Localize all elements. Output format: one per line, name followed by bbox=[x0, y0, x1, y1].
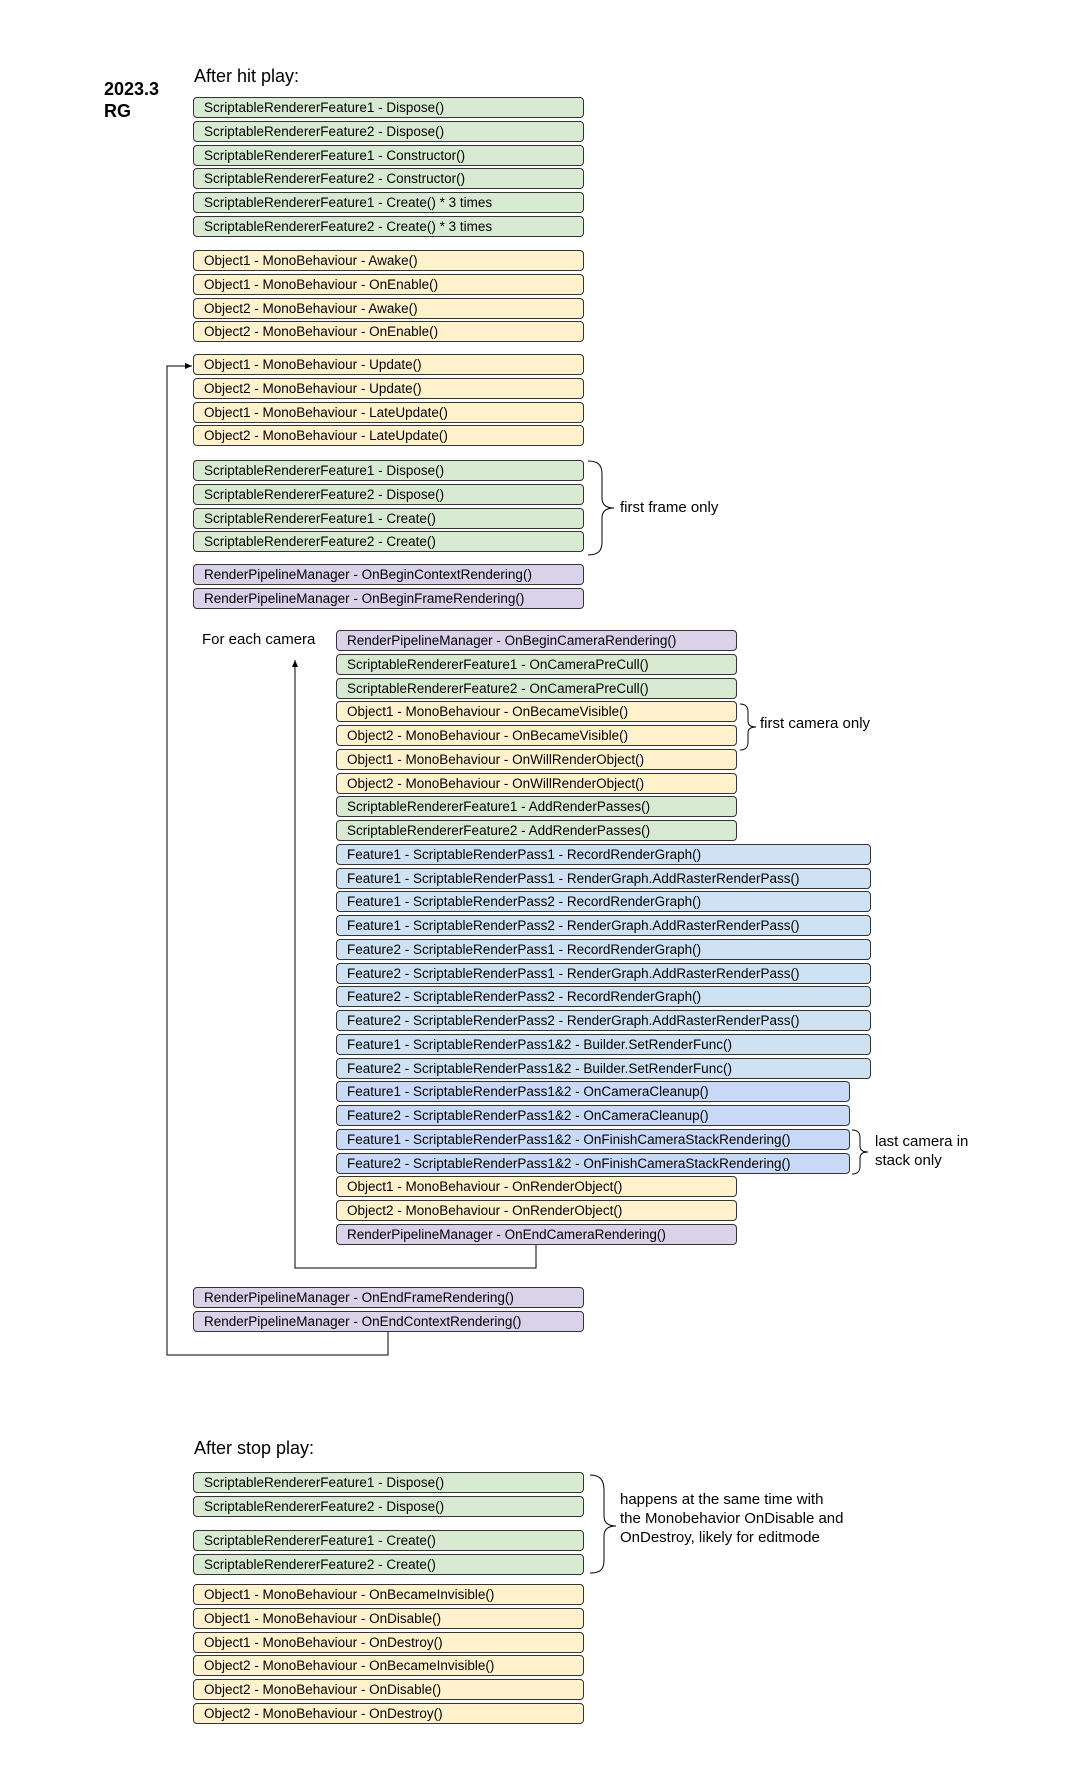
brace-first-frame bbox=[587, 460, 615, 556]
note-last-camera: last camera in stack only bbox=[875, 1132, 968, 1170]
step-box-feature1-scriptablerenderpass1-recordrendergraph: Feature1 - ScriptableRenderPass1 - Recor… bbox=[336, 843, 871, 865]
step-box-scriptablerendererfeature1-oncameraprecull: ScriptableRendererFeature1 - OnCameraPre… bbox=[336, 653, 737, 675]
step-box-feature2-scriptablerenderpass1-2-onfinishcamerastackrendering: Feature2 - ScriptableRenderPass1&2 - OnF… bbox=[336, 1152, 850, 1174]
step-box-scriptablerendererfeature2-dispose: ScriptableRendererFeature2 - Dispose() bbox=[193, 483, 584, 505]
note-line: OnDestroy, likely for editmode bbox=[620, 1529, 820, 1546]
step-box-feature1-scriptablerenderpass2-recordrendergraph: Feature1 - ScriptableRenderPass2 - Recor… bbox=[336, 891, 871, 913]
step-box-scriptablerendererfeature1-create: ScriptableRendererFeature1 - Create() bbox=[193, 1530, 584, 1551]
step-box-scriptablerendererfeature2-dispose: ScriptableRendererFeature2 - Dispose() bbox=[193, 120, 584, 142]
step-box-scriptablerendererfeature1-dispose: ScriptableRendererFeature1 - Dispose() bbox=[193, 1472, 584, 1493]
step-box-object2-monobehaviour-lateupdate: Object2 - MonoBehaviour - LateUpdate() bbox=[193, 425, 584, 447]
step-box-feature2-scriptablerenderpass2-recordrendergraph: Feature2 - ScriptableRenderPass2 - Recor… bbox=[336, 986, 871, 1008]
step-box-object2-monobehaviour-awake: Object2 - MonoBehaviour - Awake() bbox=[193, 297, 584, 319]
step-box-object2-monobehaviour-ondisable: Object2 - MonoBehaviour - OnDisable() bbox=[193, 1679, 584, 1701]
note-for-each-camera: For each camera bbox=[202, 631, 316, 648]
step-box-scriptablerendererfeature2-create-3-times: ScriptableRendererFeature2 - Create() * … bbox=[193, 216, 584, 237]
step-box-feature2-scriptablerenderpass1-2-oncameracleanup: Feature2 - ScriptableRenderPass1&2 - OnC… bbox=[336, 1105, 850, 1126]
note-first-frame: first frame only bbox=[620, 499, 719, 516]
step-box-scriptablerendererfeature1-dispose: ScriptableRendererFeature1 - Dispose() bbox=[193, 97, 584, 118]
step-box-feature2-scriptablerenderpass1-2-builder-setrenderfunc: Feature2 - ScriptableRenderPass1&2 - Bui… bbox=[336, 1057, 871, 1079]
step-box-feature1-scriptablerenderpass1-2-onfinishcamerastackrendering: Feature1 - ScriptableRenderPass1&2 - OnF… bbox=[336, 1128, 850, 1150]
note-stop: happens at the same time with the Monobe… bbox=[620, 1490, 843, 1547]
step-box-object1-monobehaviour-onbecameinvisible: Object1 - MonoBehaviour - OnBecameInvisi… bbox=[193, 1584, 584, 1605]
step-box-scriptablerendererfeature1-constructor: ScriptableRendererFeature1 - Constructor… bbox=[193, 144, 584, 166]
step-box-scriptablerendererfeature1-addrenderpasses: ScriptableRendererFeature1 - AddRenderPa… bbox=[336, 796, 737, 818]
after-play-heading: After hit play: bbox=[194, 66, 300, 86]
step-box-object1-monobehaviour-onrenderobject: Object1 - MonoBehaviour - OnRenderObject… bbox=[336, 1176, 737, 1198]
step-box-object1-monobehaviour-update: Object1 - MonoBehaviour - Update() bbox=[193, 354, 584, 375]
step-box-scriptablerendererfeature1-dispose: ScriptableRendererFeature1 - Dispose() bbox=[193, 460, 584, 481]
step-box-renderpipelinemanager-onbeginframerendering: RenderPipelineManager - OnBeginFrameRend… bbox=[193, 587, 584, 609]
frame-loop-line bbox=[166, 363, 389, 1356]
step-box-object1-monobehaviour-ondisable: Object1 - MonoBehaviour - OnDisable() bbox=[193, 1607, 584, 1629]
step-box-scriptablerendererfeature2-create: ScriptableRendererFeature2 - Create() bbox=[193, 531, 584, 553]
version-tag-line: RG bbox=[104, 101, 131, 121]
note-line: happens at the same time with bbox=[620, 1491, 824, 1508]
step-box-object1-monobehaviour-lateupdate: Object1 - MonoBehaviour - LateUpdate() bbox=[193, 401, 584, 423]
brace-stop bbox=[589, 1474, 617, 1574]
brace-first-camera bbox=[739, 703, 757, 751]
step-box-renderpipelinemanager-onendframerendering: RenderPipelineManager - OnEndFrameRender… bbox=[193, 1287, 584, 1308]
note-first-camera: first camera only bbox=[760, 715, 871, 732]
step-box-object2-monobehaviour-update: Object2 - MonoBehaviour - Update() bbox=[193, 377, 584, 399]
step-box-scriptablerendererfeature2-addrenderpasses: ScriptableRendererFeature2 - AddRenderPa… bbox=[336, 820, 737, 841]
step-box-scriptablerendererfeature2-oncameraprecull: ScriptableRendererFeature2 - OnCameraPre… bbox=[336, 677, 737, 699]
camera-loop-line bbox=[292, 660, 537, 1269]
step-box-object1-monobehaviour-onwillrenderobject: Object1 - MonoBehaviour - OnWillRenderOb… bbox=[336, 748, 737, 770]
step-box-object1-monobehaviour-ondestroy: Object1 - MonoBehaviour - OnDestroy() bbox=[193, 1631, 584, 1653]
step-box-renderpipelinemanager-onendcontextrendering: RenderPipelineManager - OnEndContextRend… bbox=[193, 1310, 584, 1332]
note-line: stack only bbox=[875, 1152, 942, 1169]
step-box-object1-monobehaviour-onbecamevisible: Object1 - MonoBehaviour - OnBecameVisibl… bbox=[336, 701, 737, 723]
step-box-feature2-scriptablerenderpass1-rendergraph-addrasterrenderpass: Feature2 - ScriptableRenderPass1 - Rende… bbox=[336, 962, 871, 984]
step-box-feature1-scriptablerenderpass1-2-builder-setrenderfunc: Feature1 - ScriptableRenderPass1&2 - Bui… bbox=[336, 1033, 871, 1055]
step-box-object2-monobehaviour-ondestroy: Object2 - MonoBehaviour - OnDestroy() bbox=[193, 1703, 584, 1724]
step-box-feature2-scriptablerenderpass1-recordrendergraph: Feature2 - ScriptableRenderPass1 - Recor… bbox=[336, 938, 871, 960]
step-box-object1-monobehaviour-onenable: Object1 - MonoBehaviour - OnEnable() bbox=[193, 273, 584, 295]
note-line: last camera in bbox=[875, 1133, 969, 1150]
step-box-renderpipelinemanager-onbegincamerarendering: RenderPipelineManager - OnBeginCameraRen… bbox=[336, 630, 737, 651]
step-box-scriptablerendererfeature2-constructor: ScriptableRendererFeature2 - Constructor… bbox=[193, 168, 584, 190]
step-box-scriptablerendererfeature1-create-3-times: ScriptableRendererFeature1 - Create() * … bbox=[193, 192, 584, 214]
version-tag-line: 2023.3 bbox=[104, 79, 160, 99]
note-line: the Monobehavior OnDisable and bbox=[620, 1510, 844, 1527]
step-box-feature1-scriptablerenderpass1-2-oncameracleanup: Feature1 - ScriptableRenderPass1&2 - OnC… bbox=[336, 1081, 850, 1103]
after-stop-heading: After stop play: bbox=[194, 1438, 315, 1458]
version-tag: 2023.3 RG bbox=[104, 78, 159, 122]
step-box-object1-monobehaviour-awake: Object1 - MonoBehaviour - Awake() bbox=[193, 250, 584, 271]
step-box-feature1-scriptablerenderpass2-rendergraph-addrasterrenderpass: Feature1 - ScriptableRenderPass2 - Rende… bbox=[336, 915, 871, 936]
step-box-object2-monobehaviour-onwillrenderobject: Object2 - MonoBehaviour - OnWillRenderOb… bbox=[336, 772, 737, 794]
step-box-object2-monobehaviour-onbecamevisible: Object2 - MonoBehaviour - OnBecameVisibl… bbox=[336, 725, 737, 746]
step-box-renderpipelinemanager-onendcamerarendering: RenderPipelineManager - OnEndCameraRende… bbox=[336, 1223, 737, 1245]
step-box-scriptablerendererfeature2-dispose: ScriptableRendererFeature2 - Dispose() bbox=[193, 1495, 584, 1517]
step-box-object2-monobehaviour-onenable: Object2 - MonoBehaviour - OnEnable() bbox=[193, 321, 584, 343]
step-box-scriptablerendererfeature1-create: ScriptableRendererFeature1 - Create() bbox=[193, 507, 584, 529]
step-box-object2-monobehaviour-onbecameinvisible: Object2 - MonoBehaviour - OnBecameInvisi… bbox=[193, 1655, 584, 1677]
step-box-feature1-scriptablerenderpass1-rendergraph-addrasterrenderpass: Feature1 - ScriptableRenderPass1 - Rende… bbox=[336, 867, 871, 889]
step-box-renderpipelinemanager-onbegincontextrendering: RenderPipelineManager - OnBeginContextRe… bbox=[193, 564, 584, 585]
step-box-scriptablerendererfeature2-create: ScriptableRendererFeature2 - Create() bbox=[193, 1553, 584, 1575]
brace-last-camera bbox=[851, 1129, 869, 1175]
step-box-feature2-scriptablerenderpass2-rendergraph-addrasterrenderpass: Feature2 - ScriptableRenderPass2 - Rende… bbox=[336, 1010, 871, 1031]
step-box-object2-monobehaviour-onrenderobject: Object2 - MonoBehaviour - OnRenderObject… bbox=[336, 1200, 737, 1221]
